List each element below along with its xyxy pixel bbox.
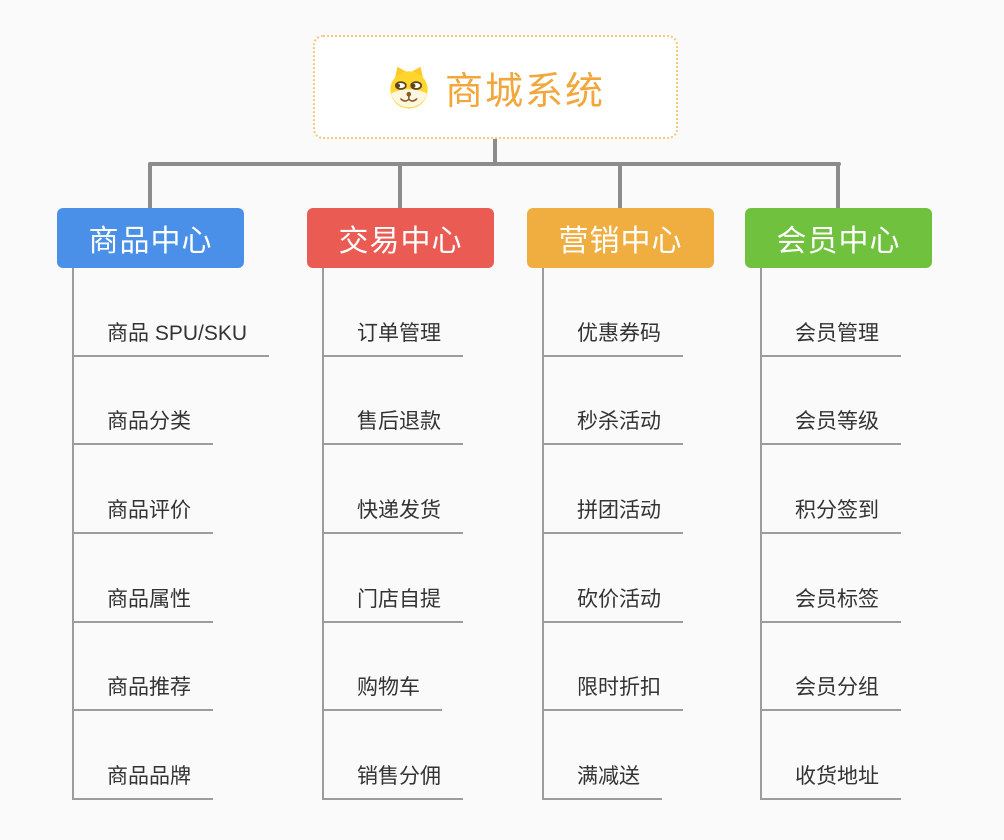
branch-member-center: 会员中心 会员管理 会员等级 积分签到 会员标签 会员分组 收货地址: [745, 208, 977, 801]
child-node-label[interactable]: 满减送: [544, 760, 662, 801]
child-node-label[interactable]: 商品分类: [74, 405, 213, 446]
branch-trade-center: 交易中心 订单管理 售后退款 快递发货 门店自提 购物车 销售分佣: [307, 208, 539, 801]
child-node: 销售分佣: [324, 711, 539, 801]
child-node-label[interactable]: 会员标签: [762, 583, 901, 623]
horizontal-connector: [148, 162, 841, 166]
branch-label: 营销中心: [558, 225, 683, 258]
child-node-label[interactable]: 订单管理: [324, 317, 463, 357]
child-node: 积分签到: [762, 445, 977, 535]
child-node: 商品品牌: [74, 711, 289, 801]
child-node: 快递发货: [324, 445, 539, 535]
child-node: 商品分类: [74, 357, 289, 446]
child-node-label[interactable]: 收货地址: [762, 760, 901, 801]
child-node: 满减送: [544, 711, 759, 801]
child-node: 会员等级: [762, 357, 977, 446]
child-node: 会员管理: [762, 268, 977, 357]
child-node-label[interactable]: 商品属性: [74, 583, 213, 623]
branch-drop-connector: [398, 164, 402, 208]
root-stem-connector: [493, 139, 497, 164]
child-node-label[interactable]: 积分签到: [762, 494, 901, 535]
root-title: 商城系统: [444, 70, 605, 113]
child-node: 优惠券码: [544, 268, 759, 357]
dog-face-icon: [390, 66, 428, 109]
child-node: 限时折扣: [544, 623, 759, 712]
branch-header[interactable]: 交易中心: [307, 208, 494, 268]
child-node-label[interactable]: 优惠券码: [544, 317, 683, 357]
child-node-label[interactable]: 秒杀活动: [544, 405, 683, 446]
child-node-label[interactable]: 商品推荐: [74, 671, 213, 712]
child-node-label[interactable]: 购物车: [324, 671, 442, 712]
child-node-label[interactable]: 商品 SPU/SKU: [74, 317, 270, 357]
branch-label: 会员中心: [776, 225, 901, 258]
child-node: 门店自提: [324, 534, 539, 623]
child-node-label[interactable]: 门店自提: [324, 583, 463, 623]
branch-label: 商品中心: [88, 225, 213, 258]
child-node: 收货地址: [762, 711, 977, 801]
branch-children: 商品 SPU/SKU 商品分类 商品评价 商品属性 商品推荐 商品品牌: [72, 268, 289, 801]
branch-children: 订单管理 售后退款 快递发货 门店自提 购物车 销售分佣: [322, 268, 539, 801]
branch-drop-connector: [836, 164, 840, 208]
child-node: 商品评价: [74, 445, 289, 535]
child-node-label[interactable]: 会员管理: [762, 317, 901, 357]
child-node: 拼团活动: [544, 445, 759, 535]
root-node[interactable]: 商城系统: [313, 35, 678, 139]
child-node: 会员分组: [762, 623, 977, 712]
branch-header[interactable]: 会员中心: [745, 208, 932, 268]
branch-children: 优惠券码 秒杀活动 拼团活动 砍价活动 限时折扣 满减送: [542, 268, 759, 801]
branch-marketing-center: 营销中心 优惠券码 秒杀活动 拼团活动 砍价活动 限时折扣 满减送: [527, 208, 759, 801]
child-node-label[interactable]: 限时折扣: [544, 671, 683, 712]
child-node-label[interactable]: 拼团活动: [544, 494, 683, 535]
branch-children: 会员管理 会员等级 积分签到 会员标签 会员分组 收货地址: [760, 268, 977, 801]
child-node-label[interactable]: 售后退款: [324, 405, 463, 446]
child-node-label[interactable]: 会员分组: [762, 671, 901, 712]
child-node: 秒杀活动: [544, 357, 759, 446]
child-node: 砍价活动: [544, 534, 759, 623]
child-node-label[interactable]: 会员等级: [762, 405, 901, 446]
child-node-label[interactable]: 砍价活动: [544, 583, 683, 623]
branch-header[interactable]: 营销中心: [527, 208, 714, 268]
child-node: 商品 SPU/SKU: [74, 268, 289, 357]
child-node-label[interactable]: 商品品牌: [74, 760, 213, 801]
branch-header[interactable]: 商品中心: [57, 208, 244, 268]
child-node: 商品推荐: [74, 623, 289, 712]
branch-drop-connector: [618, 164, 622, 208]
branch-drop-connector: [148, 164, 152, 208]
branch-product-center: 商品中心 商品 SPU/SKU 商品分类 商品评价 商品属性 商品推荐 商品品牌: [57, 208, 289, 801]
child-node: 售后退款: [324, 357, 539, 446]
child-node-label[interactable]: 快递发货: [324, 494, 463, 535]
child-node-label[interactable]: 商品评价: [74, 494, 213, 535]
child-node: 购物车: [324, 623, 539, 712]
child-node-label[interactable]: 销售分佣: [324, 760, 463, 801]
child-node: 会员标签: [762, 534, 977, 623]
branch-label: 交易中心: [338, 225, 463, 258]
child-node: 订单管理: [324, 268, 539, 357]
child-node: 商品属性: [74, 534, 289, 623]
